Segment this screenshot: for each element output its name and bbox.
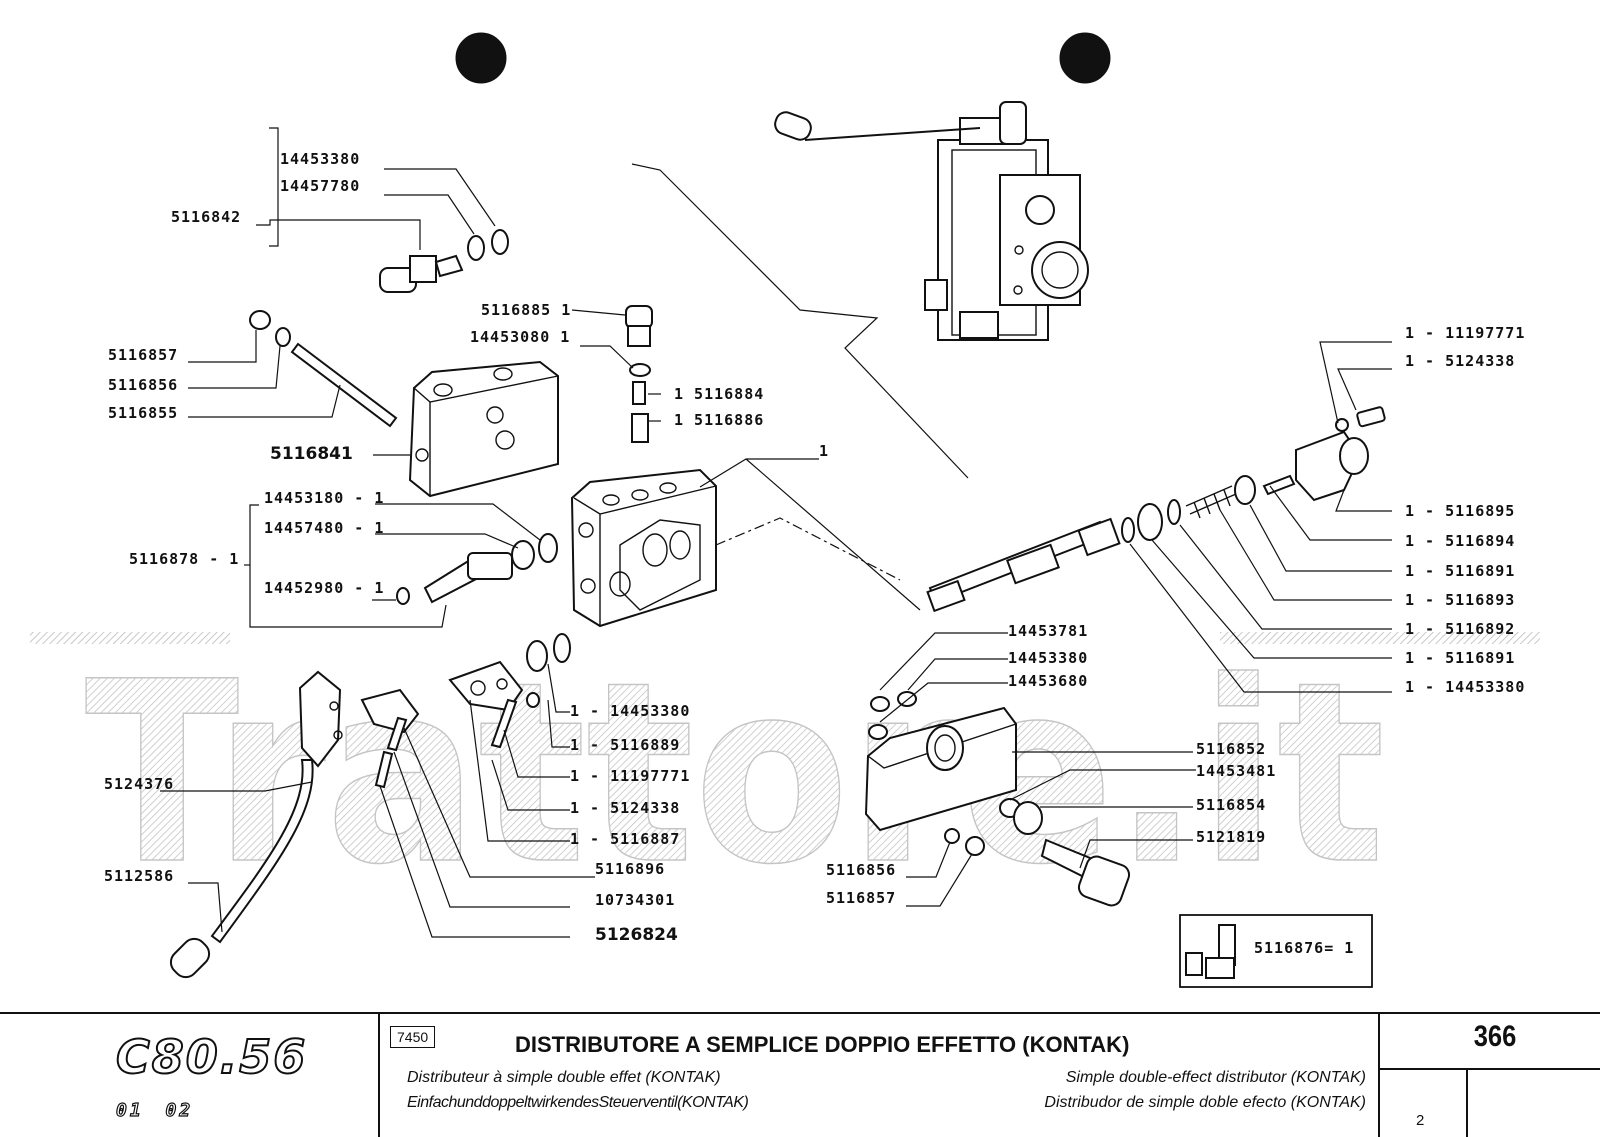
label-14453481: 14453481 bbox=[1196, 762, 1276, 780]
title-spanish: Distribudor de simple doble efecto (KONT… bbox=[1044, 1094, 1366, 1111]
label-m-5116887: 1 - 5116887 bbox=[570, 830, 680, 848]
stud-nut-drawing bbox=[249, 310, 398, 428]
title-block-divider-page bbox=[1466, 1068, 1468, 1137]
title-block: C80.56 01 02 7450 DISTRIBUTORE A SEMPLIC… bbox=[0, 1012, 1600, 1137]
label-5116857-left: 5116857 bbox=[108, 346, 178, 364]
watermark-bar-right bbox=[1220, 632, 1540, 644]
label-14453380-mid: 14453380 bbox=[1008, 649, 1088, 667]
label-r-11197771: 1 - 11197771 bbox=[1405, 324, 1525, 342]
label-r-5116894: 1 - 5116894 bbox=[1405, 532, 1515, 550]
page-number: 366 bbox=[1473, 1020, 1517, 1053]
watermark-bar-left bbox=[30, 632, 230, 644]
label-m-5116889: 1 - 5116889 bbox=[570, 736, 680, 754]
label-5116856-left: 5116856 bbox=[108, 376, 178, 394]
watermark: Trattore.it bbox=[85, 628, 1385, 919]
check-valve-drawing bbox=[396, 533, 558, 605]
label-5116842: 5116842 bbox=[171, 208, 241, 226]
zigzag-leader bbox=[631, 163, 969, 479]
spool-assembly-drawing bbox=[926, 406, 1386, 613]
title-block-divider-left bbox=[378, 1012, 380, 1137]
label-r-14453380: 1 - 14453380 bbox=[1405, 678, 1525, 696]
distributor-body-drawing bbox=[570, 468, 717, 628]
title-french: Distributeur à simple double effet (KONT… bbox=[407, 1069, 721, 1086]
label-5116878: 5116878 - 1 bbox=[129, 550, 239, 568]
label-14453680: 14453680 bbox=[1008, 672, 1088, 690]
title-block-top-rule bbox=[0, 1012, 1600, 1014]
sheet-number: 2 bbox=[1416, 1112, 1425, 1129]
label-5112586: 5112586 bbox=[104, 867, 174, 885]
relief-valve-drawing bbox=[379, 229, 509, 293]
label-14457480: 14457480 - 1 bbox=[264, 519, 384, 537]
title-block-page-rule bbox=[1378, 1068, 1600, 1070]
title-italian: DISTRIBUTORE A SEMPLICE DOPPIO EFFETTO (… bbox=[515, 1032, 1130, 1057]
label-r-5116891-b: 1 - 5116891 bbox=[1405, 649, 1515, 667]
label-m-11197771: 1 - 11197771 bbox=[570, 767, 690, 785]
label-r-5124338: 1 - 5124338 bbox=[1405, 352, 1515, 370]
label-14453380-upper: 14453380 bbox=[280, 150, 360, 168]
label-5116884: 1 5116884 bbox=[674, 385, 764, 403]
kit-box: 5116876= 1 bbox=[1179, 914, 1373, 988]
registration-dot-right bbox=[1059, 32, 1111, 84]
label-m-5124338: 1 - 5124338 bbox=[570, 799, 680, 817]
label-5124376: 5124376 bbox=[104, 775, 174, 793]
label-14457780: 14457780 bbox=[280, 177, 360, 195]
cover-plate-drawing bbox=[864, 691, 1017, 832]
assembled-distributor-drawing bbox=[774, 101, 1089, 341]
label-5116886: 1 5116886 bbox=[674, 411, 764, 429]
lever-bracket-drawing bbox=[360, 633, 571, 789]
model-logo: C80.56 bbox=[115, 1029, 308, 1085]
pressure-plug-drawing bbox=[944, 798, 1131, 907]
title-english: Simple double-effect distributor (KONTAK… bbox=[1065, 1069, 1366, 1086]
group-code: 7450 bbox=[390, 1026, 436, 1048]
label-5116885: 5116885 1 bbox=[481, 301, 571, 319]
label-1: 1 bbox=[819, 442, 829, 460]
title-german: EinfachunddoppeltwirkendesSteuerventil(K… bbox=[407, 1094, 749, 1111]
label-5121819: 5121819 bbox=[1196, 828, 1266, 846]
label-5116852: 5116852 bbox=[1196, 740, 1266, 758]
registration-dot-left bbox=[455, 32, 507, 84]
model-codes: 01 02 bbox=[115, 1099, 194, 1121]
label-5116841: 5116841 bbox=[270, 444, 353, 464]
label-r-5116893: 1 - 5116893 bbox=[1405, 591, 1515, 609]
label-5126824: 5126824 bbox=[595, 925, 678, 945]
end-cover-drawing bbox=[408, 360, 559, 498]
label-r-5116892: 1 - 5116892 bbox=[1405, 620, 1515, 638]
label-14453080: 14453080 1 bbox=[470, 328, 570, 346]
label-5116857-low: 5116857 bbox=[826, 889, 896, 907]
exploded-parts-diagram: Trattore.it bbox=[30, 32, 1540, 988]
control-lever-drawing bbox=[169, 670, 343, 979]
title-block-divider-right bbox=[1378, 1012, 1380, 1137]
label-m-14453380: 1 - 14453380 bbox=[570, 702, 690, 720]
label-14453180: 14453180 - 1 bbox=[264, 489, 384, 507]
label-14452980: 14452980 - 1 bbox=[264, 579, 384, 597]
label-10734301: 10734301 bbox=[595, 891, 675, 909]
label-14453781: 14453781 bbox=[1008, 622, 1088, 640]
leader-lines bbox=[160, 127, 1392, 938]
label-5116896: 5116896 bbox=[595, 860, 665, 878]
label-5116856-low: 5116856 bbox=[826, 861, 896, 879]
plug-drawing bbox=[625, 305, 653, 443]
label-5116854: 5116854 bbox=[1196, 796, 1266, 814]
kit-label: 5116876= 1 bbox=[1254, 939, 1354, 957]
label-5116855: 5116855 bbox=[108, 404, 178, 422]
label-r-5116895: 1 - 5116895 bbox=[1405, 502, 1515, 520]
label-r-5116891-a: 1 - 5116891 bbox=[1405, 562, 1515, 580]
